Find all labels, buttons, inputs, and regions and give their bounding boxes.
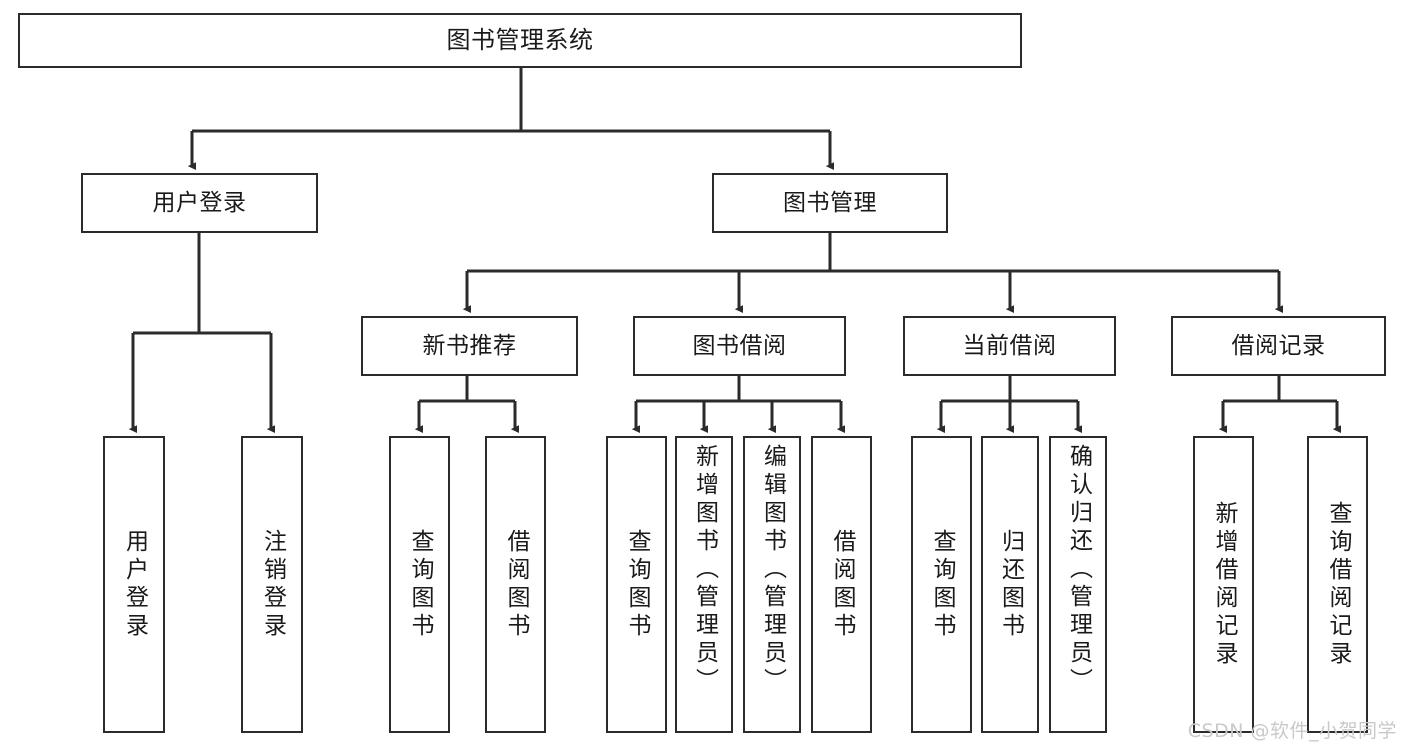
leaf-add-book-admin[interactable]: 新增图书（管理员） [675, 436, 733, 733]
node-current-borrowing[interactable]: 当前借阅 [903, 316, 1116, 376]
node-book-management[interactable]: 图书管理 [712, 173, 948, 233]
node-label: 归还图书 [997, 528, 1024, 641]
node-label: 图书管理系统 [446, 25, 594, 54]
node-label: 借阅记录 [1231, 332, 1326, 359]
node-label: 编辑图书（管理员） [759, 444, 786, 696]
node-new-book-recommendation[interactable]: 新书推荐 [361, 316, 578, 376]
node-label: 查询图书 [929, 528, 955, 641]
node-label: 确认归还（管理员） [1065, 444, 1092, 696]
leaf-borrow-books[interactable]: 借阅图书 [811, 436, 872, 733]
leaf-query-books-current[interactable]: 查询图书 [911, 436, 972, 733]
node-label: 查询借阅记录 [1325, 500, 1351, 669]
node-label: 图书管理 [783, 189, 877, 216]
leaf-edit-book-admin[interactable]: 编辑图书（管理员） [743, 436, 801, 733]
node-label: 新增图书（管理员） [691, 444, 718, 696]
leaf-query-borrow-record[interactable]: 查询借阅记录 [1307, 436, 1368, 733]
node-book-borrowing[interactable]: 图书借阅 [633, 316, 846, 376]
leaf-confirm-return-admin[interactable]: 确认归还（管理员） [1049, 436, 1107, 733]
node-label: 当前借阅 [962, 332, 1057, 359]
node-borrow-records[interactable]: 借阅记录 [1171, 316, 1386, 376]
node-label: 借阅图书 [503, 528, 529, 641]
node-label: 查询图书 [407, 528, 433, 641]
node-label: 用户登录 [121, 528, 148, 641]
node-label: 借阅图书 [829, 528, 855, 641]
leaf-query-books-new[interactable]: 查询图书 [389, 436, 450, 733]
node-label: 新书推荐 [422, 332, 517, 359]
leaf-logout[interactable]: 注销登录 [241, 436, 303, 733]
leaf-user-login[interactable]: 用户登录 [103, 436, 165, 733]
node-label: 用户登录 [152, 189, 247, 216]
node-label: 注销登录 [259, 528, 286, 641]
node-root-library-system[interactable]: 图书管理系统 [18, 13, 1022, 68]
node-label: 新增借阅记录 [1211, 500, 1237, 669]
node-user-login[interactable]: 用户登录 [81, 173, 318, 233]
leaf-query-books-borrow[interactable]: 查询图书 [606, 436, 667, 733]
node-label: 查询图书 [624, 528, 650, 641]
leaf-borrow-books-new[interactable]: 借阅图书 [485, 436, 546, 733]
leaf-add-borrow-record[interactable]: 新增借阅记录 [1193, 436, 1254, 733]
leaf-return-books[interactable]: 归还图书 [981, 436, 1039, 733]
node-label: 图书借阅 [692, 332, 787, 359]
